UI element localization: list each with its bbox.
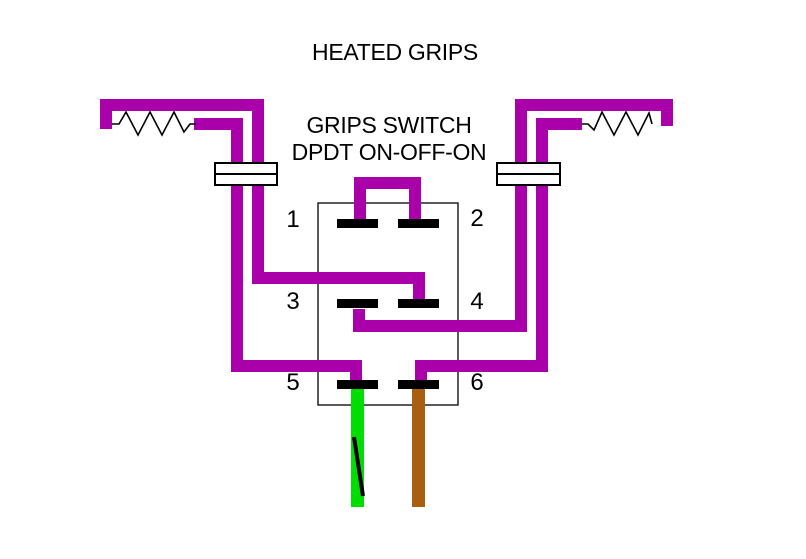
- terminal-6-contact: [398, 380, 439, 389]
- terminal-3-label: 3: [286, 288, 300, 315]
- green-wire-black-stripe: [352, 436, 365, 497]
- wire-left-heater-to-terminal-4: [100, 99, 425, 302]
- terminal-6-label: 6: [470, 369, 484, 396]
- terminal-2-label: 2: [470, 205, 484, 232]
- terminal-2-contact: [398, 219, 439, 228]
- terminal-1-label: 1: [286, 206, 300, 233]
- terminal-3-contact: [337, 299, 378, 308]
- right-heater-resistor-icon: [582, 110, 653, 137]
- terminal-5-contact: [337, 380, 378, 389]
- wire-left-heater-to-terminal-5: [194, 118, 362, 383]
- wire-right-heater-to-terminal-6: [415, 118, 582, 383]
- terminal-4-contact: [398, 299, 439, 308]
- switch-label: GRIPS SWITCH DPDT ON-OFF-ON: [292, 112, 487, 166]
- right-connector-icon: [496, 162, 561, 186]
- switch-label-line1: GRIPS SWITCH: [306, 112, 472, 138]
- terminal-4-label: 4: [470, 288, 484, 315]
- left-connector-icon: [214, 162, 278, 186]
- terminal-5-label: 5: [286, 369, 300, 396]
- wire-terminal-3-to-right-heater: [353, 99, 673, 332]
- switch-label-line2: DPDT ON-OFF-ON: [291, 139, 487, 165]
- wire-jumper-terminal-1-2: [354, 177, 421, 225]
- brown-wire: [412, 384, 425, 507]
- left-heater-resistor-icon: [112, 110, 196, 137]
- diagram-title: HEATED GRIPS: [312, 39, 478, 65]
- terminal-1-contact: [337, 219, 378, 228]
- switch-body-outline: [317, 202, 459, 406]
